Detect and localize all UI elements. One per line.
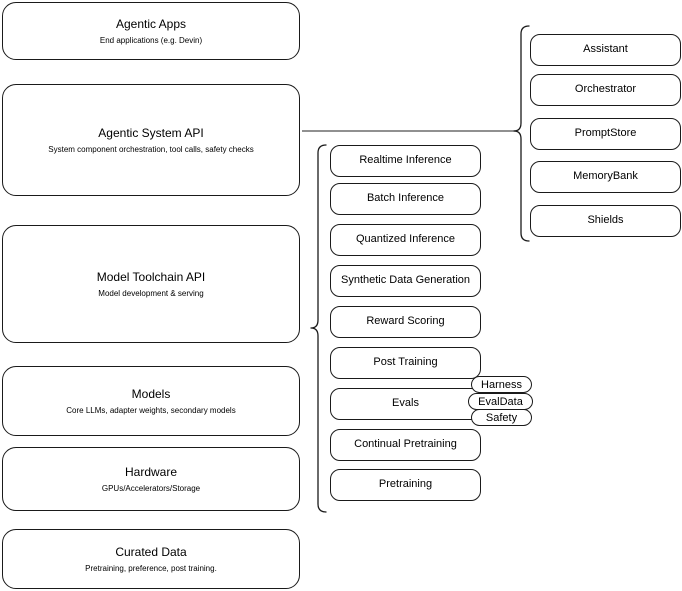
capability-label: Batch Inference	[366, 192, 445, 205]
layer-title: Agentic Apps	[115, 16, 187, 31]
components-brace	[513, 25, 530, 242]
capability-post-training[interactable]: Post Training	[330, 347, 481, 379]
toolchain-brace	[310, 144, 327, 513]
layer-subtitle: System component orchestration, tool cal…	[48, 144, 254, 154]
capability-label: Realtime Inference	[359, 154, 452, 167]
component-label: Orchestrator	[574, 83, 637, 96]
eval-badge-safety[interactable]: Safety	[471, 409, 532, 426]
capability-label: Reward Scoring	[366, 315, 445, 328]
layer-title: Models	[131, 386, 171, 401]
capability-label: Evals	[392, 397, 419, 410]
capability-label: Post Training	[373, 356, 438, 369]
stack-layer-models[interactable]: Models Core LLMs, adapter weights, secon…	[2, 366, 300, 436]
layer-subtitle: Model development & serving	[98, 288, 204, 298]
component-memorybank[interactable]: MemoryBank	[530, 161, 681, 193]
stack-layer-agentic-system-api[interactable]: Agentic System API System component orch…	[2, 84, 300, 196]
capability-pretraining[interactable]: Pretraining	[330, 469, 481, 501]
stack-layer-agentic-apps[interactable]: Agentic Apps End applications (e.g. Devi…	[2, 2, 300, 60]
layer-subtitle: GPUs/Accelerators/Storage	[101, 483, 201, 493]
eval-badge-evaldata[interactable]: EvalData	[468, 393, 533, 410]
component-shields[interactable]: Shields	[530, 205, 681, 237]
stack-layer-curated-data[interactable]: Curated Data Pretraining, preference, po…	[2, 529, 300, 589]
component-assistant[interactable]: Assistant	[530, 34, 681, 66]
layer-title: Hardware	[124, 464, 178, 479]
capability-reward-scoring[interactable]: Reward Scoring	[330, 306, 481, 338]
eval-badge-harness[interactable]: Harness	[471, 376, 532, 393]
layer-subtitle: Pretraining, preference, post training.	[85, 563, 217, 573]
layer-title: Curated Data	[115, 544, 187, 559]
component-label: Shields	[587, 214, 624, 227]
capability-label: Quantized Inference	[355, 233, 456, 246]
capability-label: Pretraining	[378, 478, 433, 491]
layer-subtitle: End applications (e.g. Devin)	[99, 35, 203, 45]
component-label: MemoryBank	[573, 170, 638, 183]
capability-label: Synthetic Data Generation	[340, 274, 471, 287]
component-label: Assistant	[583, 43, 628, 56]
layer-subtitle: Core LLMs, adapter weights, secondary mo…	[66, 405, 236, 415]
capability-label: Continual Pretraining	[354, 438, 457, 451]
capability-realtime-inference[interactable]: Realtime Inference	[330, 145, 481, 177]
capability-quantized-inference[interactable]: Quantized Inference	[330, 224, 481, 256]
capability-batch-inference[interactable]: Batch Inference	[330, 183, 481, 215]
capability-synthetic-data-generation[interactable]: Synthetic Data Generation	[330, 265, 481, 297]
capability-continual-pretraining[interactable]: Continual Pretraining	[330, 429, 481, 461]
component-label: PromptStore	[574, 127, 637, 140]
stack-layer-hardware[interactable]: Hardware GPUs/Accelerators/Storage	[2, 447, 300, 511]
stack-layer-model-toolchain-api[interactable]: Model Toolchain API Model development & …	[2, 225, 300, 343]
component-orchestrator[interactable]: Orchestrator	[530, 74, 681, 106]
layer-title: Model Toolchain API	[96, 269, 206, 284]
capability-evals[interactable]: Evals	[330, 388, 481, 420]
layer-title: Agentic System API	[98, 125, 204, 140]
component-promptstore[interactable]: PromptStore	[530, 118, 681, 150]
